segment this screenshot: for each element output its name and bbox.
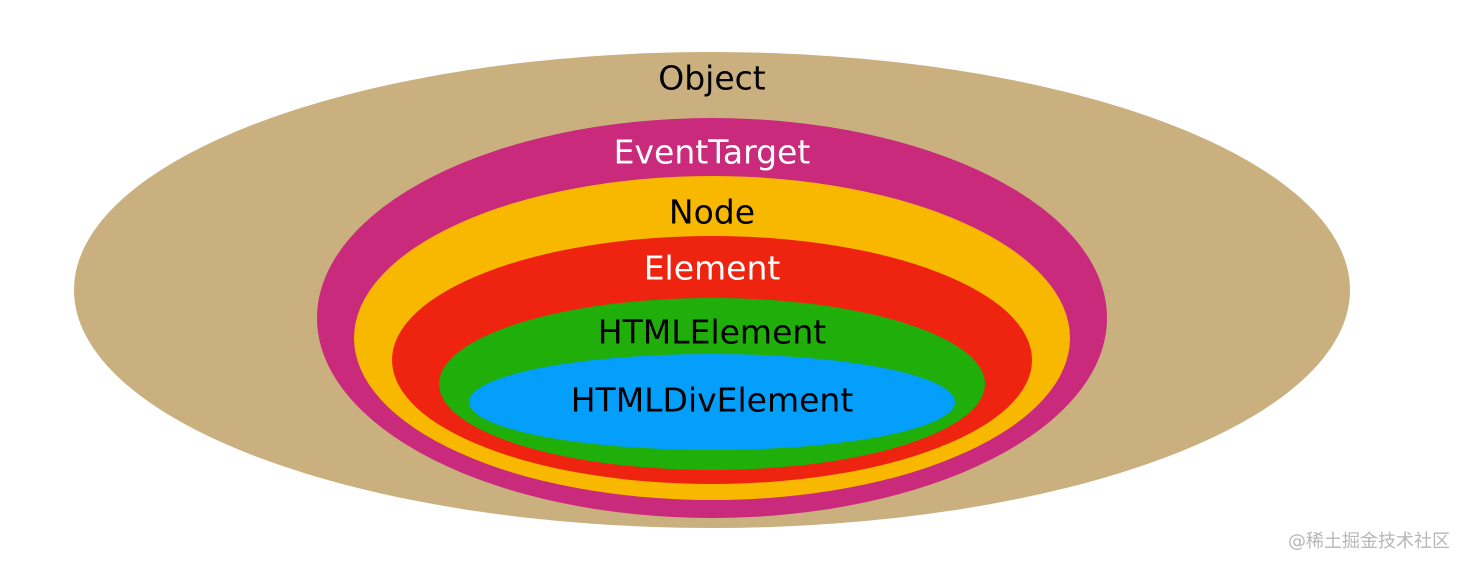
- node-label: Node: [669, 193, 755, 232]
- object-label: Object: [658, 59, 766, 98]
- element-label: Element: [644, 249, 781, 288]
- eventtarget-label: EventTarget: [614, 133, 811, 172]
- watermark-text: @稀土掘金技术社区: [1288, 531, 1450, 552]
- htmlelement-label: HTMLElement: [598, 313, 827, 352]
- htmldivelement-label: HTMLDivElement: [571, 381, 854, 420]
- htmldivelement-ellipse: [469, 354, 955, 450]
